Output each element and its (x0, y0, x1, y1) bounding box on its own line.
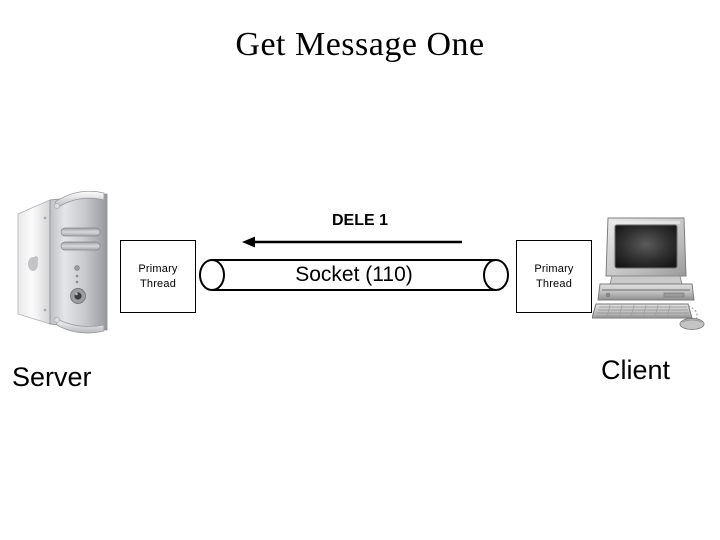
desktop-computer-icon (592, 214, 708, 332)
server-thread-label-line1: Primary (138, 262, 178, 275)
desktop-tower-icon (14, 188, 114, 336)
message-label: DELE 1 (331, 212, 388, 229)
server-primary-thread-box: Primary Thread (120, 240, 196, 313)
server-thread-label-line2: Thread (139, 277, 177, 290)
server-caption: Server (12, 362, 92, 392)
client-caption: Client (601, 355, 671, 385)
cylinder-pipe-icon (198, 256, 510, 294)
client-thread-label-line1: Primary (534, 262, 574, 275)
page-title: Get Message One (235, 26, 485, 63)
client-thread-label-line2: Thread (535, 277, 573, 290)
socket-label: Socket (110) (295, 263, 413, 286)
client-primary-thread-box: Primary Thread (516, 240, 592, 313)
arrow-left-icon (240, 232, 470, 252)
server-thread-label: Primary Thread (138, 262, 177, 292)
client-thread-label: Primary Thread (534, 262, 573, 292)
